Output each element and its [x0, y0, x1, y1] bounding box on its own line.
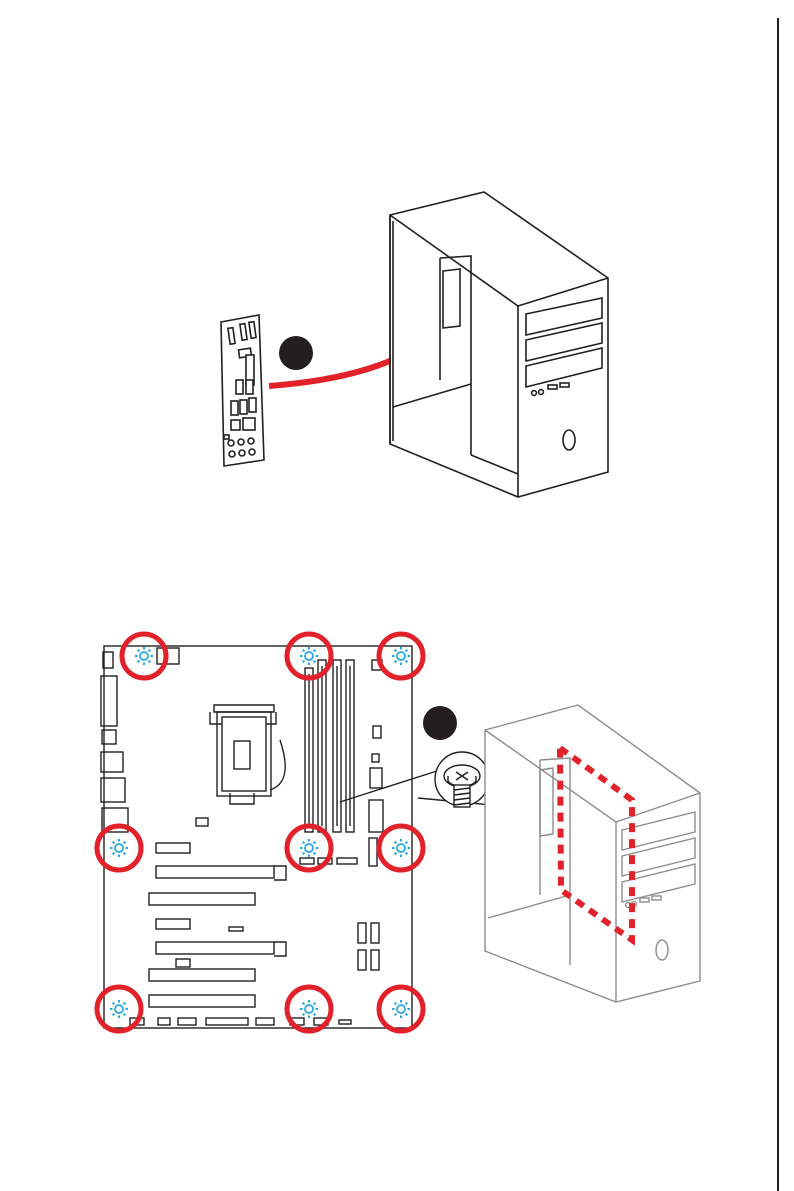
standoff-ray [303, 853, 305, 855]
standoff-ray [124, 853, 126, 855]
pc-case-gray [485, 705, 700, 1002]
standoff-ray [113, 842, 115, 844]
step-1-marker [279, 336, 313, 370]
standoff-ray [303, 650, 305, 652]
standoff-ray [124, 1003, 126, 1005]
motherboard [101, 646, 412, 1028]
standoff-ray [406, 661, 408, 663]
standoff-ray [124, 1014, 126, 1016]
standoff-ray [395, 853, 397, 855]
standoff-ray [314, 842, 316, 844]
standoff-ray [395, 661, 397, 663]
standoff-ray [314, 650, 316, 652]
step-2-group [97, 634, 700, 1031]
standoff-ray [314, 1014, 316, 1016]
standoff-ray [149, 661, 151, 663]
standoff-ray [138, 650, 140, 652]
standoff-ray [406, 842, 408, 844]
standoff-ray [395, 650, 397, 652]
standoff-ray [149, 650, 151, 652]
standoff-ray [314, 853, 316, 855]
pc-case [390, 192, 608, 497]
standoff-ray [303, 661, 305, 663]
standoff-ray [124, 842, 126, 844]
standoff-ray [406, 1014, 408, 1016]
standoff-ray [113, 1014, 115, 1016]
standoff-ray [314, 1003, 316, 1005]
standoff-ray [314, 661, 316, 663]
standoff-ray [406, 853, 408, 855]
standoff-ray [395, 1014, 397, 1016]
standoff-ray [303, 1003, 305, 1005]
step-2-marker [423, 706, 457, 740]
standoff-ray [303, 1014, 305, 1016]
standoff-ray [113, 1003, 115, 1005]
io-shield [221, 315, 264, 466]
step-1-group [221, 192, 608, 497]
standoff-ray [406, 1003, 408, 1005]
standoff-ray [138, 661, 140, 663]
standoff-ray [303, 842, 305, 844]
standoff-ray [113, 853, 115, 855]
standoff-ray [395, 1003, 397, 1005]
standoff-ray [406, 650, 408, 652]
standoff-ray [395, 842, 397, 844]
